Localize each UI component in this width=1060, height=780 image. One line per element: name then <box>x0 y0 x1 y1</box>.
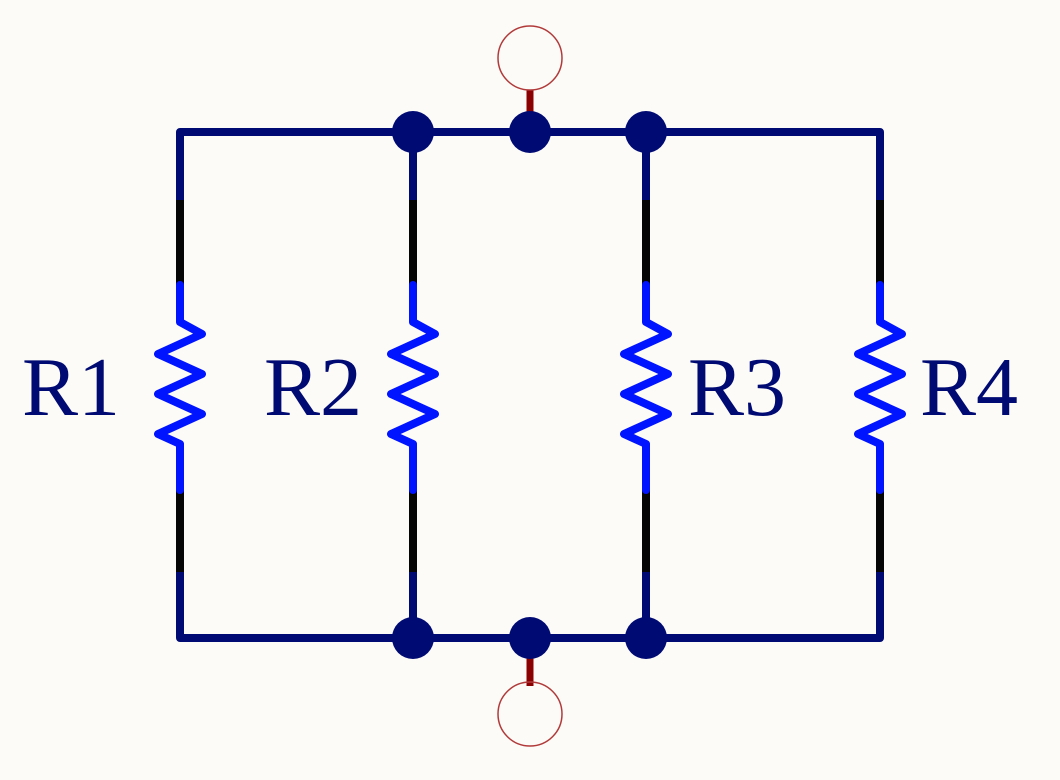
junction-node-top-middle <box>509 111 551 153</box>
resistor-r2-symbol <box>387 281 439 494</box>
bottom-terminal-circle <box>497 681 563 747</box>
resistor-label-r3: R3 <box>688 341 786 434</box>
resistor-label-r1: R1 <box>22 341 120 434</box>
resistor-r4-symbol <box>854 281 906 494</box>
junction-node-bottom-middle <box>509 617 551 659</box>
junction-node-bottom-left <box>392 617 434 659</box>
junction-node-top-right <box>625 111 667 153</box>
resistor-r3-symbol <box>620 281 672 494</box>
junction-node-bottom-right <box>625 617 667 659</box>
top-terminal-circle <box>497 25 563 91</box>
junction-node-top-left <box>392 111 434 153</box>
resistor-label-r2: R2 <box>264 341 362 434</box>
resistor-label-r4: R4 <box>920 341 1018 434</box>
resistor-r1-symbol <box>154 281 206 494</box>
